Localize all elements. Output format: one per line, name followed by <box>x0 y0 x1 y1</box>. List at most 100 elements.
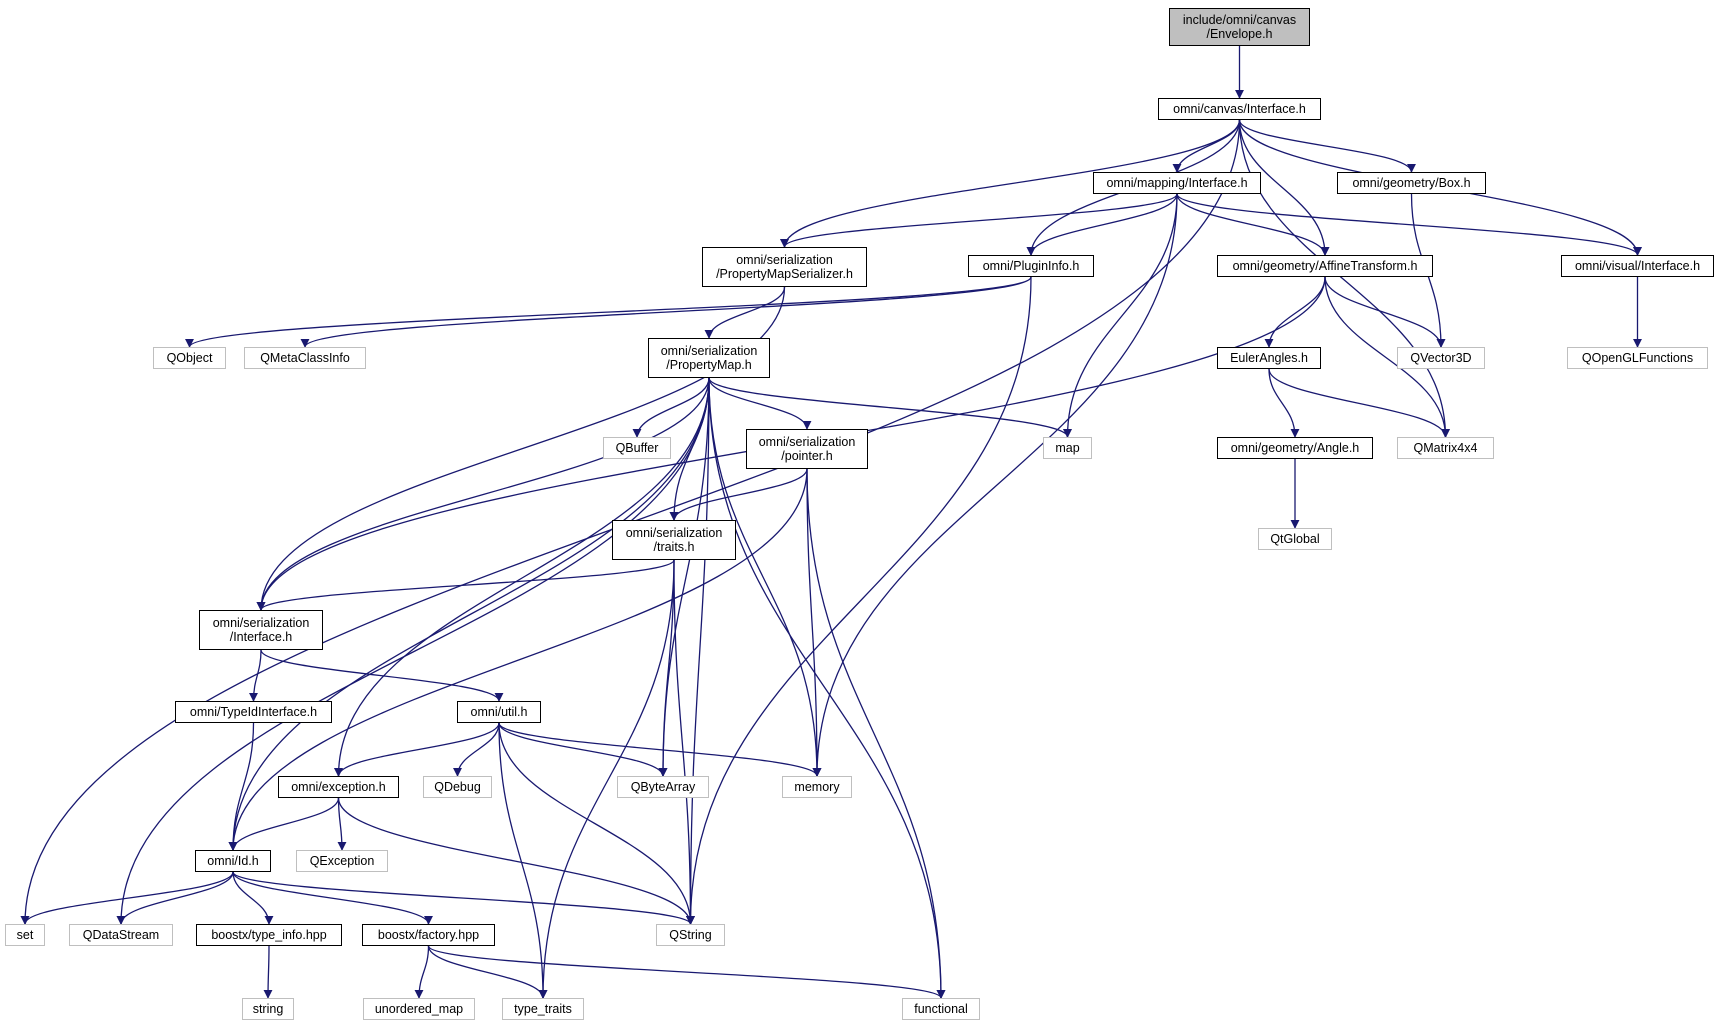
node-type-traits[interactable]: type_traits <box>502 998 584 1020</box>
node-label: map <box>1055 441 1080 455</box>
edge-plugin-info-to-qstring <box>685 276 1032 925</box>
edge-property-map-to-qbuffer <box>632 377 710 438</box>
node-serialization-interface[interactable]: omni/serialization /Interface.h <box>199 610 323 650</box>
node-exception[interactable]: omni/exception.h <box>278 776 399 798</box>
edge-exception-to-id <box>228 797 340 851</box>
node-unordered-map[interactable]: unordered_map <box>363 998 475 1020</box>
edge-pointer-to-memory <box>806 468 822 777</box>
node-property-map-serializer[interactable]: omni/serialization /PropertyMapSerialize… <box>702 247 867 287</box>
node-qmatrix4x4[interactable]: QMatrix4x4 <box>1397 437 1494 459</box>
edge-id-to-factory <box>232 871 433 925</box>
edge-property-map-to-exception <box>333 377 710 777</box>
node-visual-interface[interactable]: omni/visual/Interface.h <box>1561 255 1714 277</box>
node-qmetaclassinfo[interactable]: QMetaClassInfo <box>244 347 366 369</box>
edge-canvas-interface-to-geometry-box <box>1238 119 1416 173</box>
node-label: boostx/type_info.hpp <box>211 928 327 942</box>
edge-exception-to-qexception <box>337 797 347 851</box>
node-qbuffer[interactable]: QBuffer <box>603 437 671 459</box>
node-label: unordered_map <box>374 1002 464 1016</box>
node-label: functional <box>914 1002 968 1016</box>
node-label: omni/geometry/Box.h <box>1352 176 1471 190</box>
edge-pointer-to-functional <box>806 468 946 999</box>
node-typeid-interface[interactable]: omni/TypeIdInterface.h <box>175 701 332 723</box>
node-qvector3d[interactable]: QVector3D <box>1397 347 1485 369</box>
node-type-info[interactable]: boostx/type_info.hpp <box>196 924 342 946</box>
node-label-line: omni/serialization <box>212 616 310 630</box>
edge-serialization-interface-to-typeid-interface <box>248 649 262 702</box>
node-label-line: /traits.h <box>653 540 695 554</box>
node-qopenglfunctions[interactable]: QOpenGLFunctions <box>1567 347 1708 369</box>
node-qstring[interactable]: QString <box>656 924 725 946</box>
node-memory[interactable]: memory <box>782 776 852 798</box>
node-qbytearray[interactable]: QByteArray <box>617 776 709 798</box>
node-map[interactable]: map <box>1043 437 1092 459</box>
node-functional[interactable]: functional <box>902 998 980 1020</box>
node-property-map[interactable]: omni/serialization /PropertyMap.h <box>648 338 770 378</box>
node-plugin-info[interactable]: omni/PluginInfo.h <box>968 255 1094 277</box>
node-affine-transform[interactable]: omni/geometry/AffineTransform.h <box>1217 255 1433 277</box>
edge-property-map-to-map <box>708 377 1072 438</box>
node-label: omni/Id.h <box>207 854 259 868</box>
node-qdebug[interactable]: QDebug <box>423 776 492 798</box>
node-factory[interactable]: boostx/factory.hpp <box>362 924 495 946</box>
edge-traits-to-qstring <box>673 559 696 925</box>
node-label: QObject <box>166 351 213 365</box>
node-label: QMetaClassInfo <box>260 351 350 365</box>
edge-factory-to-type-traits <box>427 945 548 999</box>
node-label: QtGlobal <box>1270 532 1320 546</box>
node-label: QMatrix4x4 <box>1413 441 1478 455</box>
node-label: EulerAngles.h <box>1230 351 1308 365</box>
node-label: omni/canvas/Interface.h <box>1173 102 1306 116</box>
node-angle[interactable]: omni/geometry/Angle.h <box>1217 437 1373 459</box>
edge-euler-angles-to-qmatrix4x4 <box>1268 368 1451 438</box>
node-id[interactable]: omni/Id.h <box>195 850 271 872</box>
edge-mapping-interface-to-plugin-info <box>1026 193 1178 256</box>
node-canvas-interface[interactable]: omni/canvas/Interface.h <box>1158 98 1321 120</box>
node-label-line: /PropertyMapSerializer.h <box>716 267 853 281</box>
node-qtglobal[interactable]: QtGlobal <box>1258 528 1332 550</box>
edge-typeid-interface-to-id <box>228 722 255 851</box>
node-qexception[interactable]: QException <box>296 850 388 872</box>
node-label: QByteArray <box>630 780 696 794</box>
node-label: omni/util.h <box>470 705 528 719</box>
node-label: type_traits <box>514 1002 572 1016</box>
node-euler-angles[interactable]: EulerAngles.h <box>1217 347 1321 369</box>
node-set[interactable]: set <box>5 924 45 946</box>
edge-property-map-to-pointer <box>708 377 812 430</box>
edge-euler-angles-to-angle <box>1268 368 1300 438</box>
edge-property-map-to-functional <box>708 377 946 999</box>
node-label-line: /Interface.h <box>229 630 293 644</box>
edge-exception-to-qstring <box>337 797 695 925</box>
node-envelope[interactable]: include/omni/canvas /Envelope.h <box>1169 8 1310 46</box>
edge-traits-to-serialization-interface <box>256 559 675 611</box>
node-qdatastream[interactable]: QDataStream <box>69 924 173 946</box>
node-label: QOpenGLFunctions <box>1581 351 1694 365</box>
edge-affine-transform-to-qvector3d <box>1324 276 1446 348</box>
edge-property-map-to-memory <box>708 377 822 777</box>
edge-util-to-exception <box>334 722 500 777</box>
node-pointer[interactable]: omni/serialization /pointer.h <box>746 429 868 469</box>
edge-pointer-to-id <box>228 468 808 851</box>
edge-util-to-type-traits <box>498 722 548 999</box>
node-util[interactable]: omni/util.h <box>457 701 541 723</box>
edge-factory-to-unordered-map <box>414 945 430 999</box>
node-label-line: omni/serialization <box>625 526 723 540</box>
edge-id-to-qdatastream <box>116 871 234 925</box>
node-label: set <box>16 928 34 942</box>
node-mapping-interface[interactable]: omni/mapping/Interface.h <box>1093 172 1261 194</box>
node-geometry-box[interactable]: omni/geometry/Box.h <box>1337 172 1486 194</box>
edge-mapping-interface-to-memory <box>812 193 1178 777</box>
edge-canvas-interface-to-affine-transform <box>1238 119 1330 256</box>
node-traits[interactable]: omni/serialization /traits.h <box>612 520 736 560</box>
node-label-line: /PropertyMap.h <box>666 358 752 372</box>
node-qobject[interactable]: QObject <box>153 347 226 369</box>
edge-mapping-interface-to-map <box>1062 193 1178 438</box>
node-string[interactable]: string <box>242 998 294 1020</box>
edge-property-map-to-serialization-interface <box>256 377 710 611</box>
node-label-line: /Envelope.h <box>1206 27 1273 41</box>
edge-id-to-set <box>20 871 234 925</box>
node-label: boostx/factory.hpp <box>377 928 480 942</box>
node-label: QDataStream <box>82 928 160 942</box>
edge-util-to-qdebug <box>452 722 500 777</box>
